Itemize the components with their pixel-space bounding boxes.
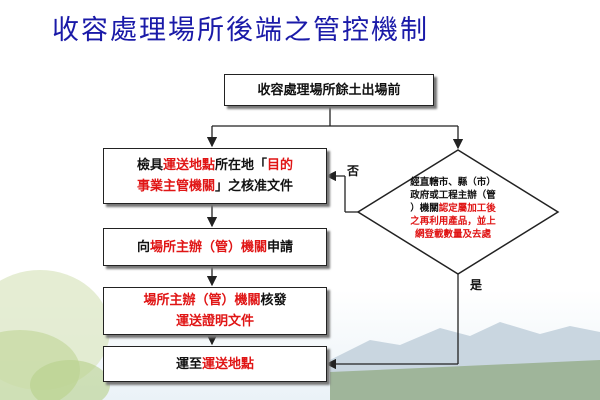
apply-text: 申請 [267,239,294,255]
docs-text: 檢具 [136,158,163,173]
apply-text: 場所主辦（管）機關 [149,239,267,255]
decision-line: ）機關 [410,203,439,214]
issue-box: 場所主辦（管）機關核發 運送證明文件 [103,287,327,335]
docs-text: 所在地「 [215,158,268,173]
decision-line: 經直轄市、縣（市） [410,177,496,188]
issue-text: 場所主辦（管）機關 [143,293,261,308]
decision-line: 政府或工程主辦（管 [410,190,496,201]
issue-text: 運送證明文件 [175,314,254,329]
decision-line: 網登載數量及去處 [414,229,491,240]
decision-line: 之再利用產品，並上 [410,216,496,227]
ship-text: 運送地點 [202,356,255,372]
start-text-2: 出場前 [361,82,401,98]
ship-text: 運至 [175,356,202,372]
branch-label-no: 否 [347,164,360,178]
docs-text: 事業主管機關 [136,179,215,194]
start-box: 收容處理場所餘土出場前 [224,74,434,106]
page-title: 收容處理場所後端之管控機制 [52,15,429,46]
ship-box: 運至運送地點 [103,346,327,382]
documents-box: 檢具運送地點所在地「目的 事業主管機關」之核准文件 [103,148,327,204]
docs-text: 目的 [267,158,294,173]
docs-text: 」之核准文件 [215,179,294,194]
issue-text: 核發 [260,293,287,308]
apply-text: 向 [136,239,150,255]
decision-text: 經直轄市、縣（市） 政府或工程主辦（管 ）機關認定屬加工後 之再利用產品，並上 … [388,176,518,241]
apply-box: 向場所主辦（管）機關申請 [103,228,327,266]
docs-text: 運送地點 [162,158,215,173]
decision-line: 認定屬加工後 [438,203,496,214]
start-text-1: 收容處理場所餘土 [257,82,362,98]
branch-label-yes: 是 [470,278,483,292]
